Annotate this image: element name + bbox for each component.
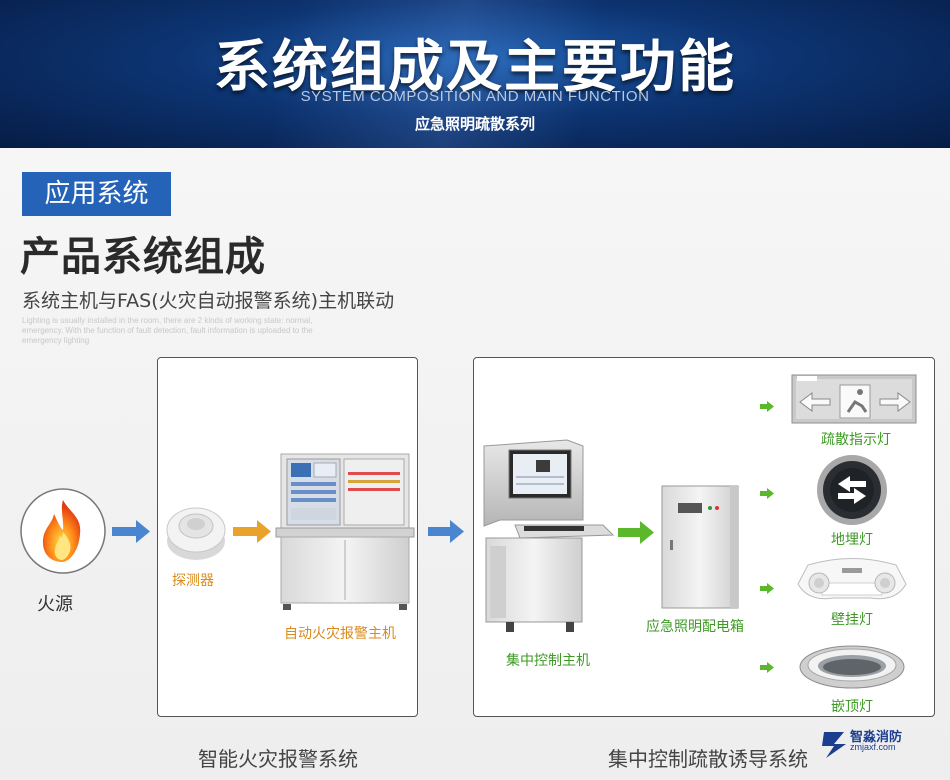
logo-icon xyxy=(822,732,846,758)
exit-sign-icon xyxy=(791,374,917,424)
smoke-detector-icon xyxy=(166,507,226,560)
banner-subtitle: SYSTEM COMPOSITION AND MAIN FUNCTION xyxy=(300,88,650,105)
fire-alarm-host-icon xyxy=(275,453,415,610)
wall-light-icon xyxy=(797,558,907,600)
brand-url: zmjaxf.com xyxy=(850,742,896,752)
right-system-caption: 集中控制疏散诱导系统 xyxy=(608,747,808,771)
section-subheading: 系统主机与FAS(火灾自动报警系统)主机联动 xyxy=(22,290,395,312)
central-control-host-icon xyxy=(483,439,615,632)
brand-logo: 智淼消防 zmjaxf.com xyxy=(824,726,924,756)
arrow-to-central-host xyxy=(428,520,464,543)
device-arrows xyxy=(760,401,774,673)
banner-title: 系统组成及主要功能 xyxy=(214,35,736,100)
distribution-box-label: 应急照明配电箱 xyxy=(646,619,744,635)
device-label-buried-light: 地埋灯 xyxy=(831,532,873,548)
buried-light-icon xyxy=(817,455,887,525)
arrow-fire-to-detector xyxy=(112,520,150,543)
section-tag: 应用系统 xyxy=(22,172,171,216)
arrow-to-distribution-box xyxy=(618,521,654,544)
header-banner: 系统组成及主要功能 SYSTEM COMPOSITION AND MAIN FU… xyxy=(0,0,950,148)
fire-source-label: 火源 xyxy=(37,594,73,615)
brand-name: 智淼消防 xyxy=(850,730,903,745)
section-note: Lighting is usually installed in the roo… xyxy=(22,316,313,345)
device-label-exit-sign: 疏散指示灯 xyxy=(821,432,891,448)
fire-icon xyxy=(20,488,106,574)
section-heading: 产品系统组成 xyxy=(20,234,266,280)
detector-label: 探测器 xyxy=(172,573,214,589)
fire-alarm-host-label: 自动火灾报警主机 xyxy=(284,626,396,642)
arrow-detector-to-alarm-host xyxy=(233,520,271,543)
left-system-caption: 智能火灾报警系统 xyxy=(198,747,358,771)
device-label-wall-light: 壁挂灯 xyxy=(831,612,873,628)
ceiling-light-icon xyxy=(799,645,905,689)
distribution-box-icon xyxy=(661,485,739,609)
banner-series: 应急照明疏散系列 xyxy=(414,115,535,133)
device-label-ceiling-light: 嵌顶灯 xyxy=(831,699,873,715)
central-host-label: 集中控制主机 xyxy=(506,653,590,669)
